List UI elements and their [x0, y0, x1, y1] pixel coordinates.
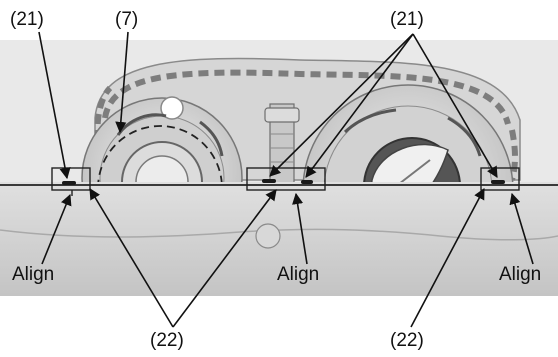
- callout-21-left: (21): [10, 9, 44, 30]
- callout-22-right: (22): [390, 330, 424, 351]
- callout-22-left: (22): [150, 330, 184, 351]
- center-bolt: [265, 104, 299, 184]
- callout-21-right: (21): [390, 9, 424, 30]
- timing-mark-center-a: [262, 179, 276, 183]
- engine-photo: [0, 40, 558, 302]
- align-label-right: Align: [499, 264, 541, 285]
- align-label-left: Align: [12, 264, 54, 285]
- timing-mark-left: [62, 181, 76, 185]
- callout-7: (7): [115, 9, 138, 30]
- timing-mark-center-b: [301, 180, 313, 184]
- timing-mark-right: [491, 180, 505, 184]
- align-label-center: Align: [277, 264, 319, 285]
